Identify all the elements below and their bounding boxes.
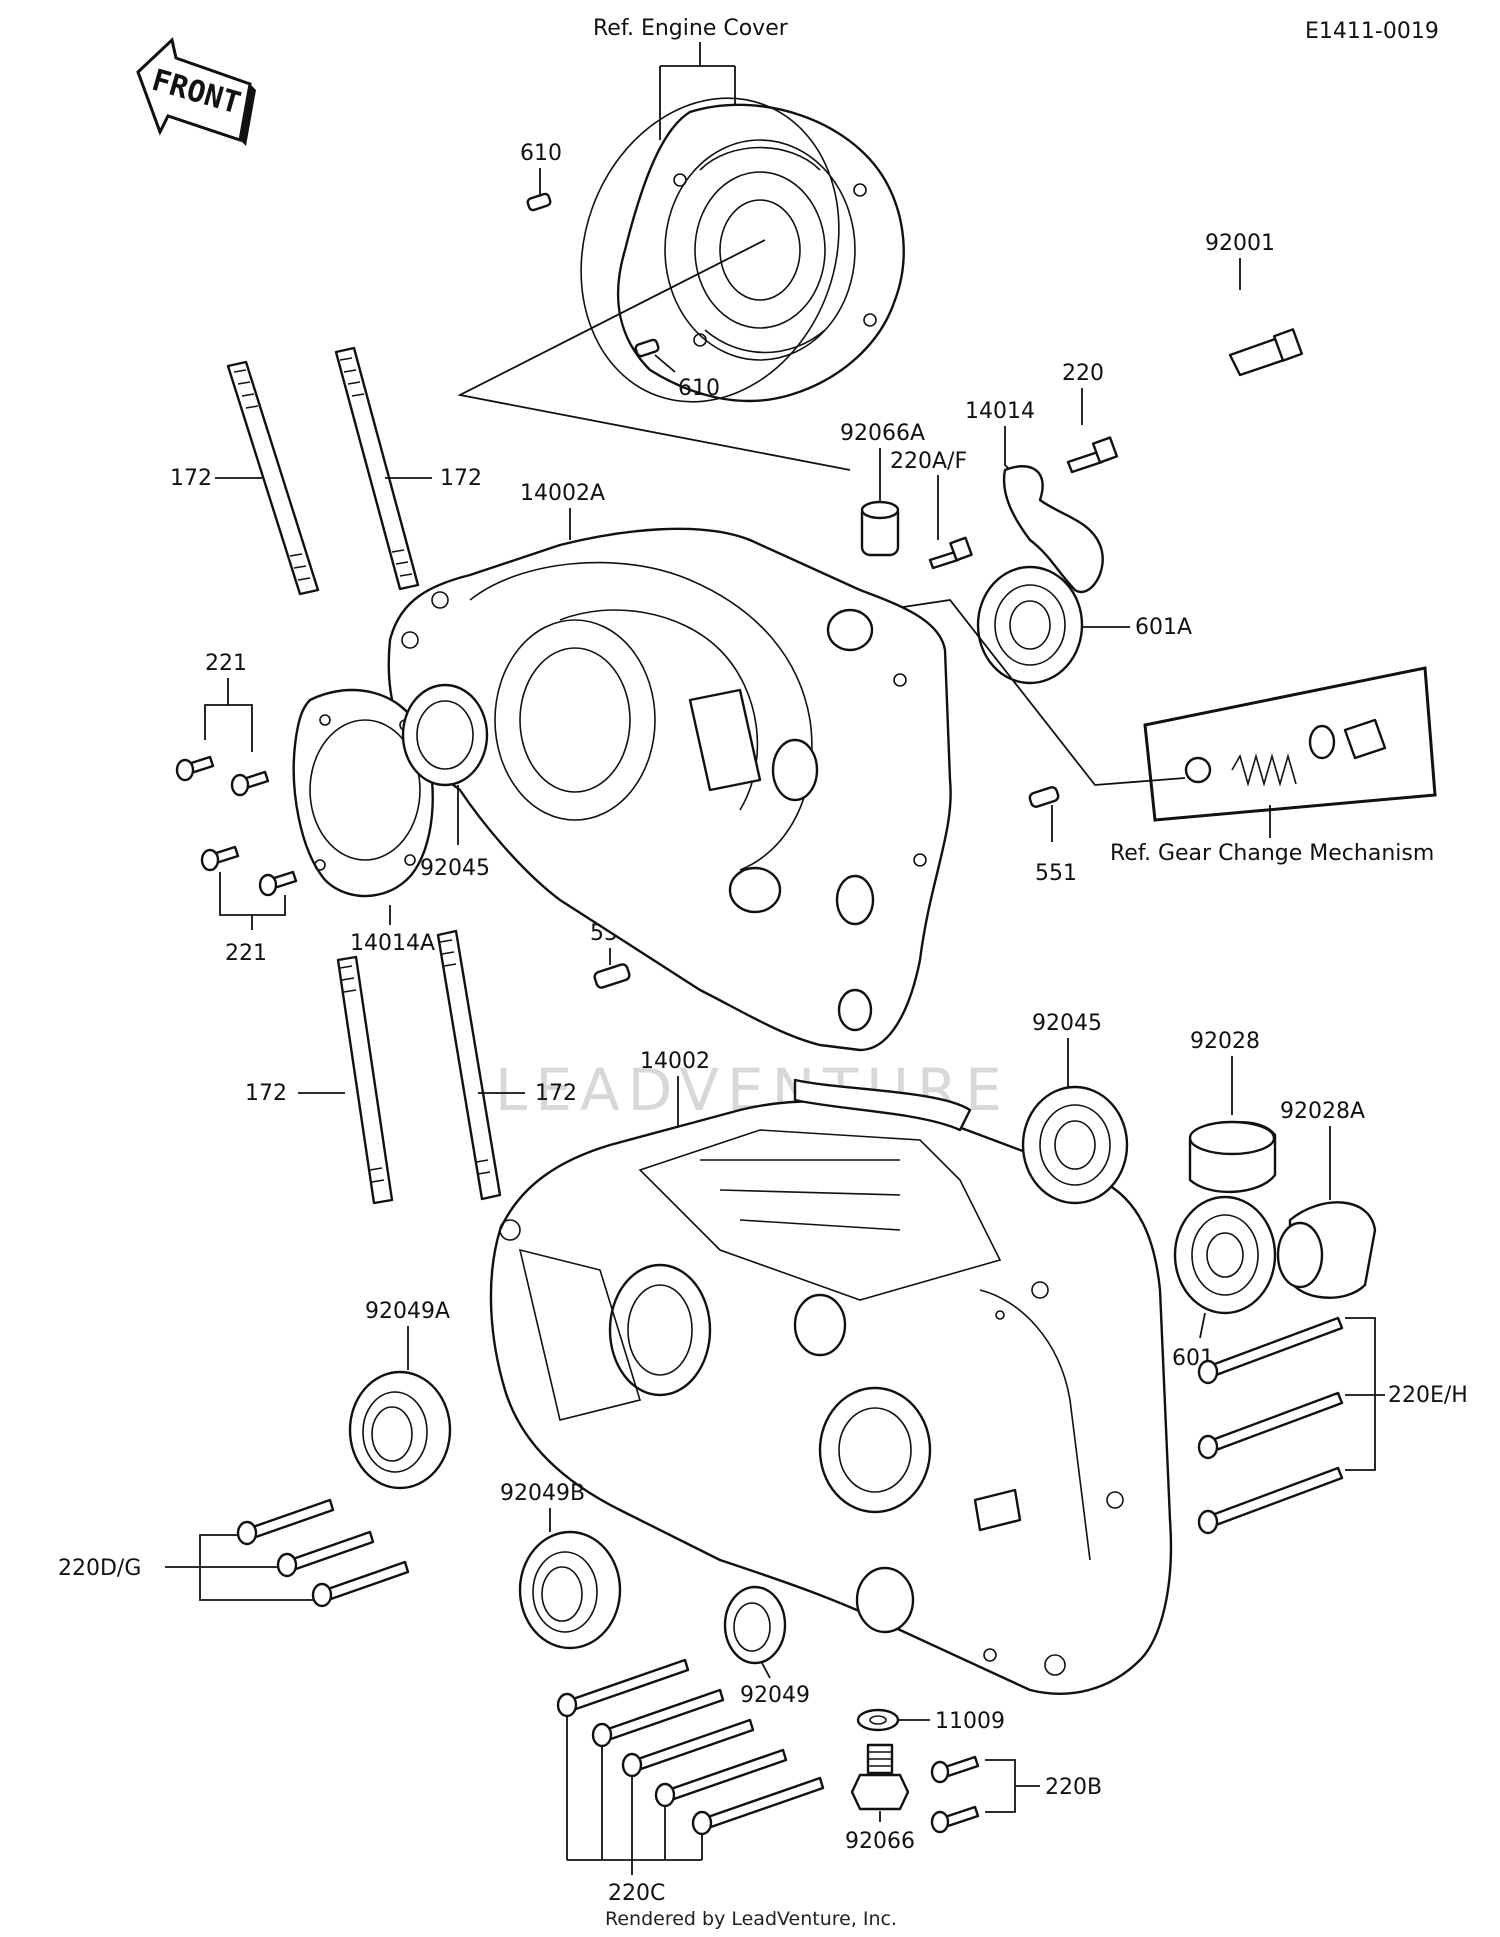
label-220: 220 [1062,361,1104,386]
label-92049B: 92049B [500,1481,585,1506]
bolt-220EH-1 [1197,1316,1344,1385]
o-ring [580,97,840,403]
oil-seal-92049B [518,1530,622,1650]
screw-221-2 [230,770,270,797]
bolt-220DG-1 [236,1498,335,1546]
dowel-pin-610a [526,192,552,212]
bolt-220DG-2 [276,1530,375,1578]
oil-seal-92049A [348,1370,452,1490]
plate-14014 [1002,465,1104,594]
screw-221-1 [175,755,215,782]
bolt-220C-3 [621,1718,755,1778]
label-92066: 92066 [845,1829,915,1854]
label-14002A: 14002A [520,481,605,506]
bolt-220C-1 [556,1658,690,1718]
screw-221-4 [258,870,298,897]
label-220EH: 220E/H [1388,1383,1468,1408]
stud-172b [334,346,420,591]
label-92028: 92028 [1190,1029,1260,1054]
label-601A: 601A [1135,615,1192,640]
label-92028A: 92028A [1280,1099,1365,1124]
bolt-220DG-3 [311,1560,410,1608]
label-172d: 172 [535,1081,577,1106]
label-172a: 172 [170,466,212,491]
bolt-220 [1066,436,1119,474]
cap-92028 [1188,1120,1277,1194]
label-220DG: 220D/G [58,1556,141,1581]
cover-leader [457,239,851,471]
label-92049: 92049 [740,1683,810,1708]
gear-change-leader [869,599,1186,786]
stud-172a [226,360,320,596]
bolt-92001 [1228,328,1304,377]
oil-seal-92049 [723,1585,787,1665]
screw-221-3 [200,845,240,872]
label-610a: 610 [520,141,562,166]
bolt-220C-5 [691,1776,825,1836]
label-14014A: 14014A [350,931,435,956]
front-arrow-icon: FRONT [136,37,256,146]
label-610b: 610 [678,376,720,401]
bearing-92045a [401,683,489,787]
bolt-220AF [928,536,973,570]
label-221a: 221 [205,651,247,676]
engine-cover-bracket [659,42,736,140]
label-14014: 14014 [965,399,1035,424]
label-220B: 220B [1045,1775,1102,1800]
label-92045b: 92045 [1032,1011,1102,1036]
label-92049A: 92049A [365,1299,450,1324]
label-220AF: 220A/F [890,449,967,474]
crankcase-14002 [489,1078,1173,1695]
bolt-220EH-2 [1197,1391,1344,1460]
crankcase-14002A [387,527,952,1052]
ref-engine-cover-label: Ref. Engine Cover [593,16,789,41]
washer-11009 [856,1708,900,1732]
bolt-220C-2 [591,1688,725,1748]
label-11009: 11009 [935,1709,1005,1734]
bolt-220EH-3 [1197,1466,1344,1535]
stud-172c [336,955,394,1205]
bearing-601A [976,565,1084,685]
bolt-220C-bracket [566,1716,703,1875]
bearing-92045b [1021,1085,1129,1205]
label-14002: 14002 [640,1049,710,1074]
collar-92028A [1276,1201,1377,1299]
bolt-220B-1 [930,1755,980,1784]
dowel-pin-610b [634,338,660,358]
cap-92066A [860,500,900,557]
dowel-pin-551a [593,963,631,989]
bolt-220B-2 [930,1805,980,1834]
engine-cover [616,103,905,403]
ref-gear-change-label: Ref. Gear Change Mechanism [1110,841,1434,866]
label-92045a: 92045 [420,856,490,881]
label-92001: 92001 [1205,231,1275,256]
label-551b: 551 [1035,861,1077,886]
footer-credit: Rendered by LeadVenture, Inc. [605,1908,897,1930]
label-172b: 172 [440,466,482,491]
dowel-pin-551b [1028,786,1060,808]
label-92066A: 92066A [840,421,925,446]
bearing-601 [1173,1195,1277,1315]
label-220C: 220C [608,1881,665,1906]
gear-change-mechanism-box [1143,666,1437,822]
label-221b: 221 [225,941,267,966]
drain-plug-92066 [850,1743,910,1811]
label-172c: 172 [245,1081,287,1106]
stud-172d [436,929,502,1201]
diagram-code: E1411-0019 [1305,19,1439,44]
